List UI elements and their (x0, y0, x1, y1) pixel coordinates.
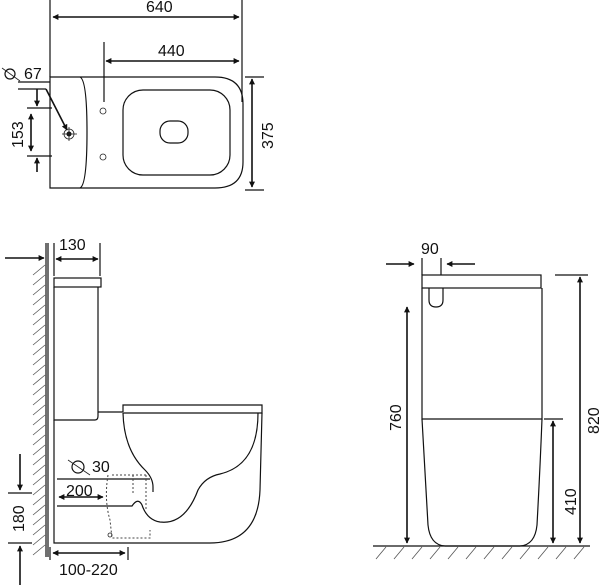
bowl-side (53, 412, 263, 544)
flush-button-icon (428, 288, 444, 308)
tank-lid-side (53, 277, 102, 288)
label-100-220: 100-220 (59, 562, 118, 579)
tank-lid-front (421, 274, 542, 289)
tank-outline-top (79, 76, 88, 189)
label-200: 200 (66, 483, 93, 500)
wall-hatching (32, 264, 46, 556)
label-440: 440 (158, 43, 185, 60)
side-view: 130 30 200 180 100-220 (5, 237, 263, 585)
bowl-opening (159, 120, 189, 144)
seat-outline (122, 89, 231, 176)
tank-side (53, 287, 99, 421)
outlet-dashed (105, 474, 151, 539)
label-640: 640 (146, 0, 173, 16)
front-view: 90 760 410 820 (373, 241, 600, 560)
label-153: 153 (10, 121, 27, 148)
seat-hinge-hole (99, 153, 107, 161)
label-760: 760 (388, 404, 405, 431)
bowl-front (421, 418, 543, 547)
label-67: 67 (24, 66, 42, 83)
label-30: 30 (92, 459, 110, 476)
label-820: 820 (586, 407, 600, 434)
trapway (57, 412, 259, 523)
label-375: 375 (260, 122, 277, 149)
seat-side (122, 404, 263, 414)
floor-hatching (375, 546, 585, 560)
label-90: 90 (421, 241, 439, 258)
top-view: 640 440 67 153 375 (1, 0, 277, 191)
label-410: 410 (563, 488, 580, 515)
diameter-symbol-icon (4, 68, 16, 80)
label-180: 180 (11, 505, 28, 532)
toilet-outline-top (49, 76, 244, 189)
tank-front (421, 288, 543, 420)
seat-hinge-hole (99, 107, 107, 115)
label-130: 130 (59, 237, 86, 254)
bowl-inner (122, 412, 154, 492)
diameter-symbol-icon (71, 460, 85, 474)
